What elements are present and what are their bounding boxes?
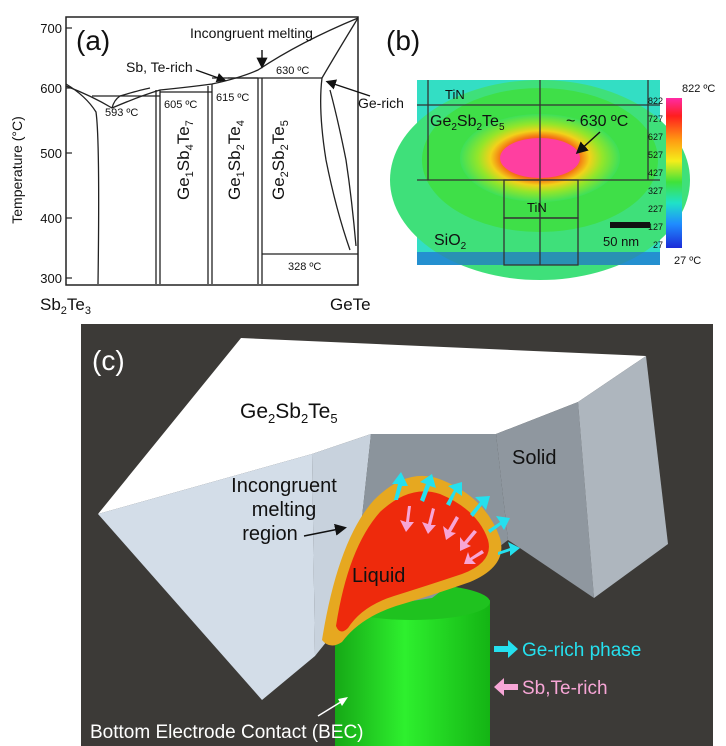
tin-top-label: TiN (445, 87, 465, 102)
colorbar (666, 98, 682, 248)
structure-lines (417, 80, 660, 266)
block-solid-face (496, 402, 594, 598)
sio2-bottom-band (417, 252, 660, 265)
legend-ge-arrow-icon (494, 640, 518, 658)
sio2-label: SiO2 (434, 232, 467, 252)
tin-bottom-label: TiN (527, 200, 547, 215)
temp-328-label: 328 ºC (288, 261, 321, 273)
solid-label: Solid (512, 447, 556, 469)
sbte-rich-arrows (400, 506, 484, 564)
liquid-label: Liquid (352, 565, 405, 587)
ge-arrow-icon (420, 474, 436, 502)
scale-bar (610, 222, 650, 228)
ge-arrow-icon (446, 482, 462, 506)
peak-arrow (575, 131, 601, 155)
y-axis-label: Temperature (°C) (9, 116, 25, 224)
region-label-line2: melting (252, 499, 316, 521)
ge-arrow-icon (498, 542, 520, 556)
colorbar-tick: 627 (648, 132, 663, 142)
sbte-arrow-icon (422, 508, 436, 534)
sbte-rich-label: Sb, Te-rich (126, 59, 193, 75)
y-tick-label: 500 (40, 146, 62, 161)
legend-ge-label: Ge-rich phase (522, 640, 641, 661)
phase-gst147-label: Ge1Sb4Te7 (174, 120, 196, 200)
ge-arrow-icon (470, 496, 490, 517)
region-pointer (303, 523, 347, 537)
legend-sbte-label: Sb,Te-rich (522, 678, 608, 699)
y-tick-label: 700 (40, 21, 62, 36)
scale-bar-label: 50 nm (603, 234, 639, 249)
ge-rich-arrow (325, 79, 371, 97)
ge-rich-label: Ge-rich (358, 95, 404, 111)
gst-label: Ge2Sb2Te5 (430, 113, 505, 133)
colorbar-tick: 227 (648, 204, 663, 214)
colorbar-tick: 27 (653, 240, 663, 250)
temp-630-label: 630 ºC (276, 65, 309, 77)
x-left-label: Sb2Te3 (40, 295, 91, 317)
legend-sbte-arrow-icon (494, 678, 518, 696)
colorbar-tick: 427 (648, 168, 663, 178)
incongruent-melting-label: Incongruent melting (190, 25, 313, 41)
bec-pillar (335, 600, 490, 746)
phase-gst124-label: Ge1Sb2Te4 (225, 120, 247, 200)
temp-605-label: 605 ºC (164, 99, 197, 111)
colorbar-ticks: 822 727 627 527 427 327 227 127 27 (648, 96, 663, 250)
x-right-label: GeTe (330, 295, 371, 314)
colorbar-tick: 527 (648, 150, 663, 160)
block-top-face (98, 338, 646, 514)
colorbar-max-label: 822 ºC (682, 83, 715, 95)
sbte-arrow-icon (460, 530, 477, 551)
sbte-rich-arrow (195, 69, 227, 83)
region-label-line3: region (242, 523, 298, 545)
ge-arrow-icon (392, 472, 408, 500)
block-left-face (98, 454, 315, 700)
panel-c-3d-cell: (c) Ge2Sb2Te5 Solid Incongruent melting … (81, 324, 713, 746)
y-tick-label: 300 (40, 271, 62, 286)
block-right-face (578, 356, 668, 598)
panel-a-label: (a) (76, 25, 110, 56)
bec-label: Bottom Electrode Contact (BEC) (90, 722, 364, 743)
bec-pointer (317, 699, 345, 717)
y-tick-label: 600 (40, 81, 62, 96)
panel-b-label: (b) (386, 25, 420, 56)
gst-block-label: Ge2Sb2Te5 (240, 400, 338, 426)
colorbar-tick: 327 (648, 186, 663, 196)
sbte-arrow-icon (443, 516, 459, 540)
colorbar-tick: 727 (648, 114, 663, 124)
phase-gst225-label: Ge2Sb2Te5 (269, 120, 291, 200)
temp-615-label: 615 ºC (216, 92, 249, 104)
panel-b-thermal-map: (b) TiN Ge2Sb2Te5 ~ 630 ºC TiN SiO2 50 n… (386, 25, 715, 280)
region-label-line1: Incongruent (231, 475, 337, 497)
phase-boundaries (65, 17, 359, 285)
panel-c-label: (c) (92, 345, 125, 376)
block-front-left-face (312, 434, 371, 656)
colorbar-tick: 822 (648, 96, 663, 106)
peak-temp-label: ~ 630 ºC (566, 113, 628, 130)
ge-arrow-icon (488, 516, 510, 533)
colorbar-min-label: 27 ºC (674, 255, 701, 267)
sbte-arrow-icon (464, 550, 484, 564)
temp-593-label: 593 ºC (105, 107, 138, 119)
bec-pointer-head (338, 697, 348, 706)
panel-a-phase-diagram: 700 600 500 400 300 Temperature (°C) (9, 16, 404, 317)
colorbar-tick: 127 (648, 222, 663, 232)
ge-rich-arrows (392, 472, 520, 556)
y-tick-label: 400 (40, 211, 62, 226)
sbte-arrow-icon (400, 506, 414, 532)
